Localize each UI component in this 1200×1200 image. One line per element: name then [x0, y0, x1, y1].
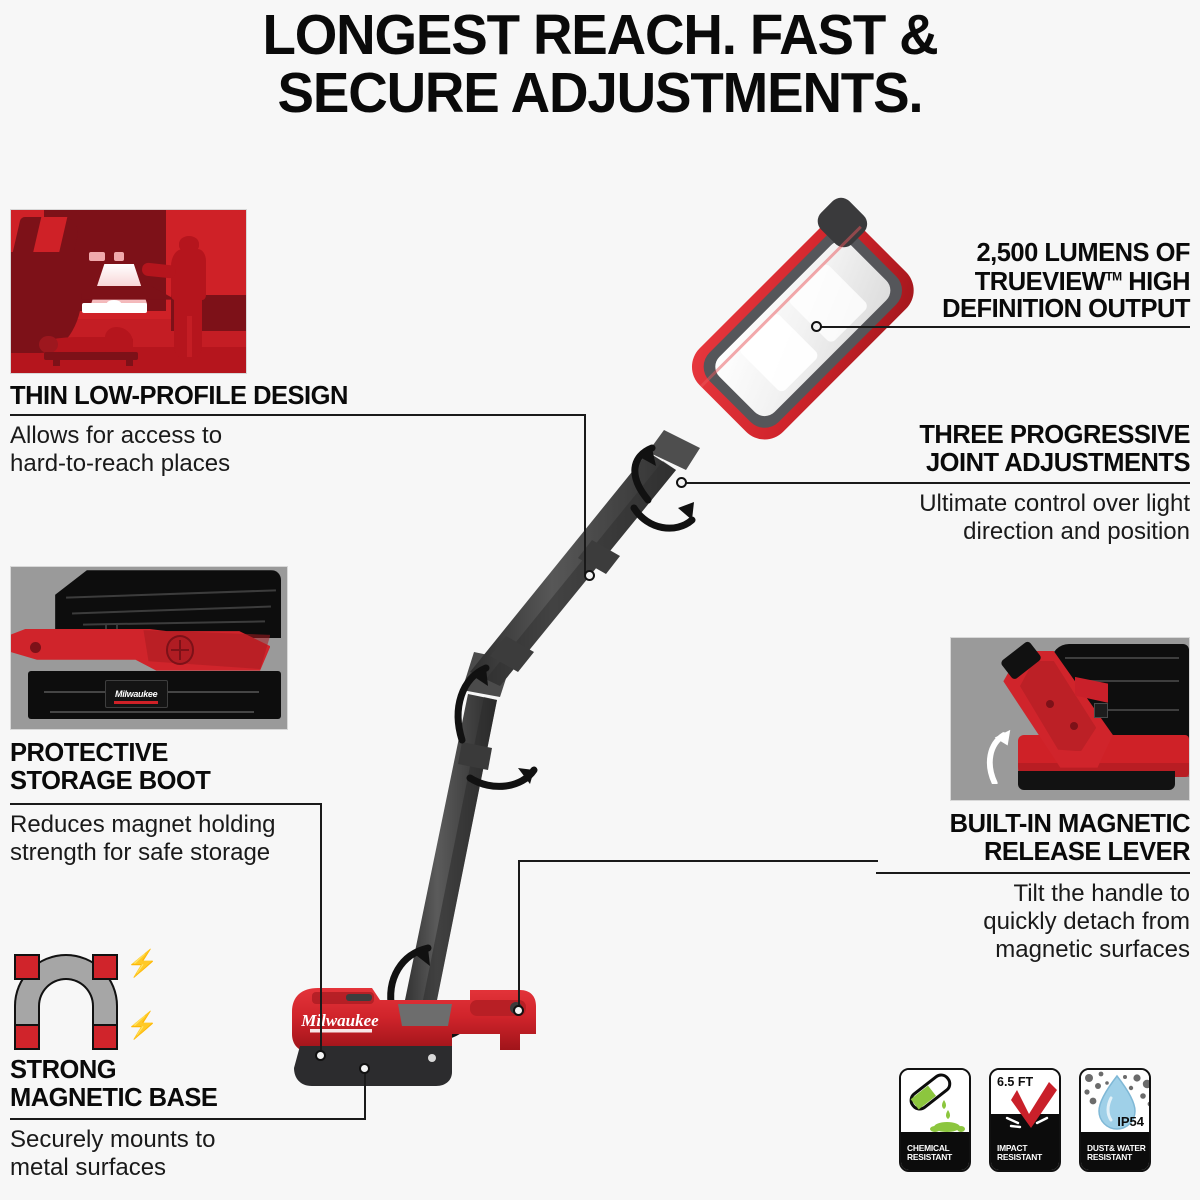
lumens-trueview-text: TRUEVIEW	[974, 268, 1106, 296]
badge-dust-water-label: DUST& WATER RESISTANT	[1081, 1142, 1149, 1163]
boot-milwaukee-logo: Milwaukee	[104, 680, 168, 708]
badge-dust-water-label-line-1: DUST& WATER	[1087, 1142, 1146, 1153]
protective-boot-anchor-dot	[315, 1050, 326, 1061]
magnet-inner-outline	[38, 978, 94, 1050]
release-lever-body-line-2: quickly detach from	[983, 908, 1190, 935]
protective-boot-body-line-2: strength for safe storage	[10, 839, 271, 866]
joint-adjustments-title-line-2: JOINT ADJUSTMENTS	[926, 449, 1191, 477]
magnetic-base-rule	[10, 1118, 263, 1120]
lumens-anchor-dot	[811, 321, 822, 332]
badge-dust-water-label-line-2: RESISTANT	[1087, 1152, 1133, 1163]
headline-line-2: SECURE ADJUSTMENTS.	[277, 61, 924, 126]
badge-impact-distance: 6.5 FT	[997, 1075, 1034, 1089]
thin-low-profile-leader-vertical	[584, 414, 586, 575]
test-tube-spill-icon	[909, 1073, 965, 1132]
thin-low-profile-rule	[10, 414, 383, 416]
badge-chemical-art	[901, 1070, 969, 1132]
badge-impact-band	[991, 1132, 1059, 1170]
drop-test-checkmark-icon	[991, 1082, 1059, 1134]
release-lever-title-line-2: RELEASE LEVER	[983, 838, 1191, 866]
magnetic-base-title-line-2: MAGNETIC BASE	[10, 1084, 218, 1112]
tilt-direction-arrow-icon	[986, 729, 1011, 784]
joint-adjustments-rule	[867, 482, 1190, 484]
thin-low-profile-body-line-2: hard-to-reach places	[10, 450, 231, 477]
protective-boot-body-line-1: Reduces magnet holding	[10, 811, 276, 838]
badge-chemical-label: CHEMICAL RESISTANT	[901, 1142, 969, 1163]
thin-low-profile-title: THIN LOW-PROFILE DESIGN	[10, 382, 348, 410]
thin-low-profile-anchor-dot	[584, 570, 595, 581]
release-lever-leader-horizontal	[518, 860, 878, 862]
badge-chemical-label-line-1: CHEMICAL	[907, 1142, 950, 1153]
badge-dust-water-band	[1081, 1132, 1149, 1170]
badge-impact-label: IMPACT RESISTANT	[991, 1142, 1059, 1163]
boot-logo-text: Milwaukee	[115, 689, 158, 699]
magnet-spark-top-icon: ⚡	[126, 948, 159, 978]
release-lever-image	[950, 637, 1190, 801]
badge-chemical-band	[901, 1132, 969, 1170]
protective-boot-rule	[10, 803, 322, 805]
lumens-line-3: DEFINITION OUTPUT	[942, 295, 1190, 323]
joint-adjustments-anchor-dot	[676, 477, 687, 488]
thin-low-profile-image	[10, 209, 247, 374]
joint-adjustments-body-line-1: Ultimate control over light	[919, 490, 1190, 517]
horseshoe-magnet-icon: ⚡ ⚡	[14, 950, 174, 1054]
release-lever-body-line-3: magnetic surfaces	[995, 936, 1190, 963]
magnetic-base-anchor-dot	[359, 1063, 370, 1074]
magnetic-base-body-line-1: Securely mounts to	[10, 1126, 216, 1153]
page-title: LONGEST REACH. FAST & SECURE ADJUSTMENTS…	[24, 6, 1176, 122]
magnet-pole-right	[92, 954, 118, 980]
release-lever-body-line-1: Tilt the handle to	[1013, 880, 1190, 907]
lumens-leader-horizontal	[816, 326, 1190, 328]
joint-adjustments-body-line-2: direction and position	[963, 518, 1190, 545]
magnetic-base-title-line-1: STRONG	[10, 1056, 117, 1084]
boot-logo-bar	[114, 701, 159, 704]
magnetic-base-leader-vertical	[364, 1073, 366, 1119]
protective-boot-leader-vertical	[320, 803, 322, 1055]
svg-text:Milwaukee: Milwaukee	[300, 1011, 379, 1030]
badge-chemical-resistant: CHEMICAL RESISTANT	[899, 1068, 971, 1172]
badge-impact-resistant: 6.5 FT IMPACT RESISTANT	[989, 1068, 1061, 1172]
trademark-symbol: TM	[1105, 269, 1122, 284]
badge-impact-label-line-1: IMPACT	[997, 1142, 1028, 1153]
release-lever-rule	[876, 872, 1190, 874]
badge-dust-water-art	[1081, 1070, 1149, 1132]
lumens-line-1: 2,500 LUMENS OF	[976, 239, 1190, 267]
lumens-line-2: TRUEVIEWTM HIGH	[790, 268, 1191, 297]
magnet-spark-bottom-icon: ⚡	[126, 1010, 159, 1040]
badge-chemical-label-line-2: RESISTANT	[907, 1152, 953, 1163]
release-lever-leader-vertical	[518, 860, 520, 1012]
lumens-high-text: HIGH	[1128, 268, 1190, 296]
magnetic-base-body-line-2: metal surfaces	[10, 1154, 167, 1181]
release-lever-title-line-1: BUILT-IN MAGNETIC	[949, 810, 1191, 838]
badge-dust-water-resistant: IP54 DUST& WATER RESISTANT	[1079, 1068, 1151, 1172]
joint-adjustments-leader-horizontal	[682, 482, 868, 484]
magnet-pole-left	[14, 954, 40, 980]
magnet-pole-left-bottom	[14, 1024, 40, 1050]
protective-boot-title-line-2: STORAGE BOOT	[10, 767, 211, 795]
headline-line-1: LONGEST REACH. FAST &	[262, 3, 938, 67]
magnet-outer-outline	[14, 954, 118, 1050]
magnetic-base-leader-horizontal	[263, 1118, 366, 1120]
thin-low-profile-leader-horizontal	[383, 414, 586, 416]
magnet-pole-right-bottom	[92, 1024, 118, 1050]
water-dust-droplet-icon	[1084, 1071, 1149, 1130]
release-lever-anchor-dot	[513, 1005, 524, 1016]
badge-impact-art	[991, 1070, 1059, 1134]
thin-low-profile-body-line-1: Allows for access to	[10, 422, 223, 449]
badge-impact-label-line-2: RESISTANT	[997, 1152, 1043, 1163]
badge-ip-rating: IP54	[1117, 1114, 1144, 1129]
joint-adjustments-title-line-1: THREE PROGRESSIVE	[919, 421, 1190, 449]
protective-boot-title-line-1: PROTECTIVE	[10, 739, 168, 767]
protective-boot-image: Milwaukee	[10, 566, 288, 730]
